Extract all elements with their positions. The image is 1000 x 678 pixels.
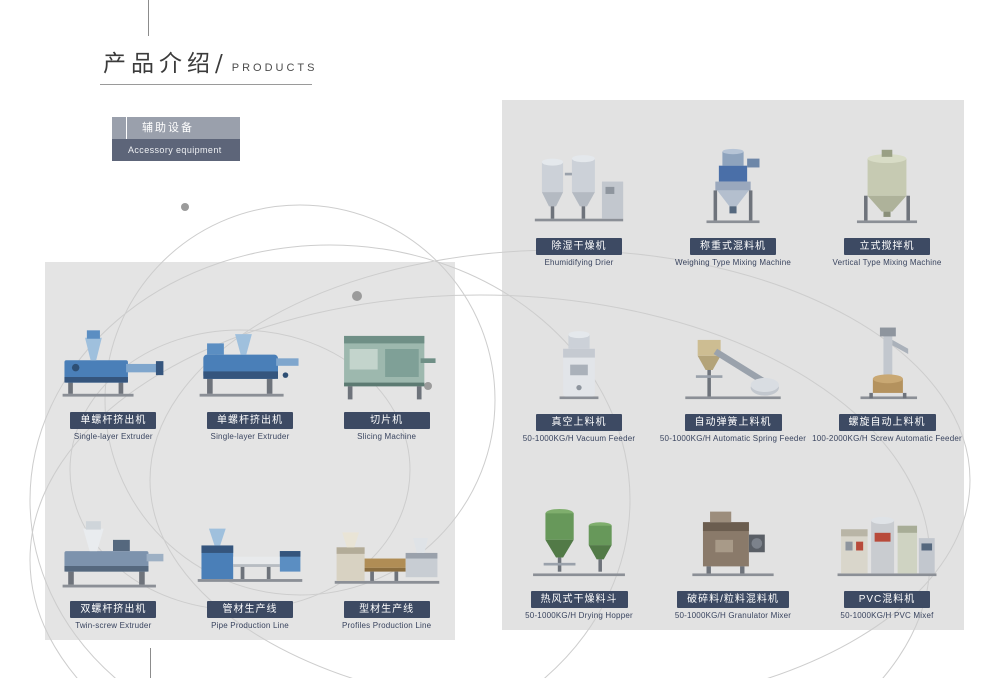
product-name-en: Profiles Production Line (342, 621, 432, 630)
pvc-mixer-image (834, 493, 940, 585)
product-card-drying-hopper: 热风式干燥料斗 50-1000KG/H Drying Hopper (502, 453, 656, 630)
page-subtitle: PRODUCTS (231, 62, 318, 74)
product-name-en: 50-1000KG/H Granulator Mixer (674, 611, 792, 620)
product-name-zh: 切片机 (343, 412, 430, 429)
product-card-dehumidifying-drier: 除湿干燥机 Ehumidifying Drier (502, 100, 656, 277)
product-caption: 管材生产线 Pipe Production Line (206, 599, 293, 630)
product-card-single-layer-extruder-2: 单螺杆挤出机 Single-layer Extruder (182, 262, 319, 451)
product-name-en: 100-2000KG/H Screw Automatic Feeder (812, 434, 962, 444)
category-badge: 辅助设备 Accessory equipment (112, 117, 240, 161)
product-name-zh: 单螺杆挤出机 (206, 412, 293, 429)
product-name-zh: 真空上料机 (536, 414, 622, 432)
product-name-zh: 螺旋自动上料机 (838, 414, 936, 432)
category-badge-en: Accessory equipment (112, 139, 240, 161)
category-badge-zh: 辅助设备 (112, 117, 240, 139)
profiles-production-line-image (331, 509, 443, 595)
product-card-spring-feeder: 自动弹簧上料机 50-1000KG/H Automatic Spring Fee… (656, 277, 810, 454)
single-screw-extruder-image (194, 320, 306, 406)
page-title: 产品介绍/ (103, 51, 228, 77)
product-name-en: 50-1000KG/H Automatic Spring Feeder (659, 434, 807, 444)
vacuum-feeder-image (526, 316, 632, 408)
product-name-en: Slicing Machine (357, 432, 417, 441)
product-caption: 立式搅拌机 Vertical Type Mixing Machine (832, 236, 941, 267)
orbit-dot (181, 203, 189, 211)
product-name-en: 50-1000KG/H Drying Hopper (525, 611, 633, 620)
product-name-zh: 立式搅拌机 (844, 237, 930, 255)
product-name-en: Weighing Type Mixing Machine (674, 257, 792, 267)
product-card-single-layer-extruder-1: 单螺杆挤出机 Single-layer Extruder (45, 262, 182, 451)
product-name-zh: PVC混料机 (843, 591, 930, 608)
product-name-en: 50-1000KG/H PVC Mixef (840, 611, 934, 620)
product-name-zh: 双螺杆挤出机 (70, 601, 157, 618)
product-name-en: Pipe Production Line (211, 621, 289, 630)
product-name-en: Twin-screw Extruder (75, 621, 152, 630)
product-name-en: Single-layer Extruder (210, 432, 290, 441)
product-card-pvc-mixer: PVC混料机 50-1000KG/H PVC Mixef (810, 453, 964, 630)
product-name-en: 50-1000KG/H Vacuum Feeder (522, 434, 636, 444)
weighing-mixer-image (680, 140, 786, 232)
drying-hopper-image (526, 493, 632, 585)
product-name-en: Single-layer Extruder (73, 432, 153, 441)
single-screw-extruder-image (57, 320, 169, 406)
product-card-screw-feeder: 螺旋自动上料机 100-2000KG/H Screw Automatic Fee… (810, 277, 964, 454)
product-caption: PVC混料机 50-1000KG/H PVC Mixef (840, 589, 933, 620)
bottom-crop-mark (150, 648, 151, 678)
product-caption: 称重式混料机 Weighing Type Mixing Machine (675, 236, 791, 267)
product-card-granulator-mixer: 破碎料/粒料混料机 50-1000KG/H Granulator Mixer (656, 453, 810, 630)
spring-feeder-image (680, 316, 786, 408)
screw-feeder-image (834, 316, 940, 408)
granulator-mixer-image (680, 493, 786, 585)
product-name-en: Vertical Type Mixing Machine (832, 257, 942, 267)
product-caption: 真空上料机 50-1000KG/H Vacuum Feeder (523, 412, 635, 443)
product-name-zh: 单螺杆挤出机 (70, 412, 157, 429)
product-caption: 单螺杆挤出机 Single-layer Extruder (206, 410, 293, 441)
product-caption: 切片机 Slicing Machine (343, 410, 430, 441)
twin-screw-extruder-image (57, 509, 169, 595)
product-caption: 热风式干燥料斗 50-1000KG/H Drying Hopper (525, 589, 633, 620)
product-caption: 除湿干燥机 Ehumidifying Drier (536, 236, 622, 267)
slicing-machine-image (331, 320, 443, 406)
product-caption: 型材生产线 Profiles Production Line (342, 599, 431, 630)
product-name-zh: 管材生产线 (206, 601, 293, 618)
product-name-zh: 除湿干燥机 (536, 237, 622, 255)
product-name-zh: 自动弹簧上料机 (684, 414, 782, 432)
product-caption: 双螺杆挤出机 Twin-screw Extruder (70, 599, 157, 630)
page-header: 产品介绍/PRODUCTS (103, 44, 317, 78)
product-caption: 破碎料/粒料混料机 50-1000KG/H Granulator Mixer (675, 589, 791, 620)
product-card-vacuum-feeder: 真空上料机 50-1000KG/H Vacuum Feeder (502, 277, 656, 454)
product-card-vertical-mixer: 立式搅拌机 Vertical Type Mixing Machine (810, 100, 964, 277)
product-name-zh: 称重式混料机 (690, 237, 776, 255)
product-card-pipe-production-line: 管材生产线 Pipe Production Line (182, 451, 319, 640)
vertical-mixer-image (834, 140, 940, 232)
top-crop-mark (148, 0, 149, 36)
product-name-zh: 型材生产线 (343, 601, 430, 618)
product-caption: 单螺杆挤出机 Single-layer Extruder (70, 410, 157, 441)
accessory-equipment-panel: 除湿干燥机 Ehumidifying Drier 称重式混料机 Weighing… (502, 100, 964, 630)
extruder-lines-panel: 单螺杆挤出机 Single-layer Extruder 单螺杆挤出机 Sing… (45, 262, 455, 640)
product-name-en: Ehumidifying Drier (544, 257, 614, 267)
product-card-profiles-production-line: 型材生产线 Profiles Production Line (318, 451, 455, 640)
product-caption: 螺旋自动上料机 100-2000KG/H Screw Automatic Fee… (812, 412, 962, 443)
pipe-production-line-image (194, 509, 306, 595)
title-underline (100, 84, 312, 85)
product-name-zh: 热风式干燥料斗 (530, 591, 628, 608)
product-card-slicing-machine: 切片机 Slicing Machine (318, 262, 455, 451)
product-name-zh: 破碎料/粒料混料机 (677, 591, 789, 608)
dehumidifying-drier-image (526, 140, 632, 232)
product-card-weighing-mixer: 称重式混料机 Weighing Type Mixing Machine (656, 100, 810, 277)
product-caption: 自动弹簧上料机 50-1000KG/H Automatic Spring Fee… (660, 412, 806, 443)
product-card-twin-screw-extruder: 双螺杆挤出机 Twin-screw Extruder (45, 451, 182, 640)
